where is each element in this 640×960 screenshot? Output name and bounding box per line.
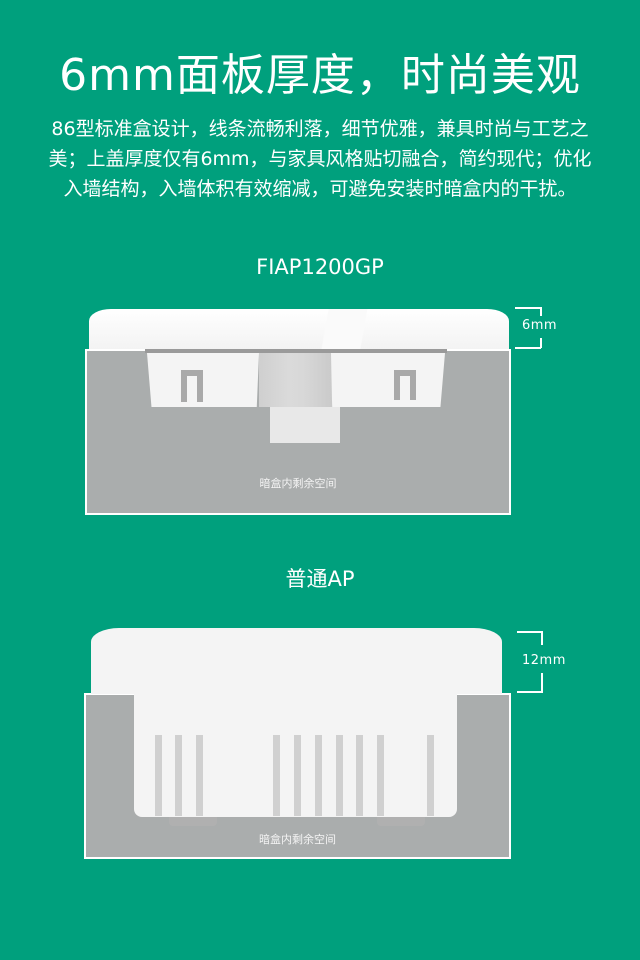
page-title: 6mm面板厚度，时尚美观 — [59, 50, 581, 101]
description: 86型标准盒设计，线条流畅利落，细节优雅，兼具时尚与工艺之 美；上盖厚度仅有6m… — [6, 114, 634, 204]
ap-back-bottom — [270, 407, 340, 443]
box-space-label: 暗盒内剩余空间 — [259, 477, 337, 490]
ap-foot-left — [169, 817, 217, 826]
vent-slot — [336, 735, 343, 816]
ap-foot-right — [377, 817, 425, 826]
vent-slot — [427, 735, 434, 816]
vent-slot — [273, 735, 280, 816]
ap-panel-thick — [91, 628, 502, 694]
description-line: 入墙结构，入墙体积有效缩减，可避免安装时暗盒内的干扰。 — [63, 178, 577, 200]
dimension-6mm: 6mm — [515, 307, 575, 349]
clip-icon — [394, 370, 416, 400]
vent-slot — [155, 735, 162, 816]
ap-panel-thin — [89, 309, 509, 349]
vent-slot — [315, 735, 322, 816]
dimension-12mm: 12mm — [517, 631, 587, 693]
ap-back-module — [145, 349, 447, 353]
vent-slot — [377, 735, 384, 816]
ap-back-right-block — [331, 353, 445, 407]
model-label-generic-ap: 普通AP — [285, 567, 355, 591]
box-space-label: 暗盒内剩余空间 — [259, 833, 336, 846]
description-line: 86型标准盒设计，线条流畅利落，细节优雅，兼具时尚与工艺之 — [51, 118, 589, 140]
model-label-fiap1200gp: FIAP1200GP — [256, 255, 384, 279]
ap-back-center — [259, 353, 332, 407]
clip-icon — [181, 370, 203, 402]
vent-slot — [294, 735, 301, 816]
vent-slot — [175, 735, 182, 816]
ap-back-left-block — [147, 353, 259, 407]
vent-slot — [356, 735, 363, 816]
description-line: 美；上盖厚度仅有6mm，与家具风格贴切融合，简约现代；优化 — [48, 148, 592, 170]
vent-slot — [196, 735, 203, 816]
